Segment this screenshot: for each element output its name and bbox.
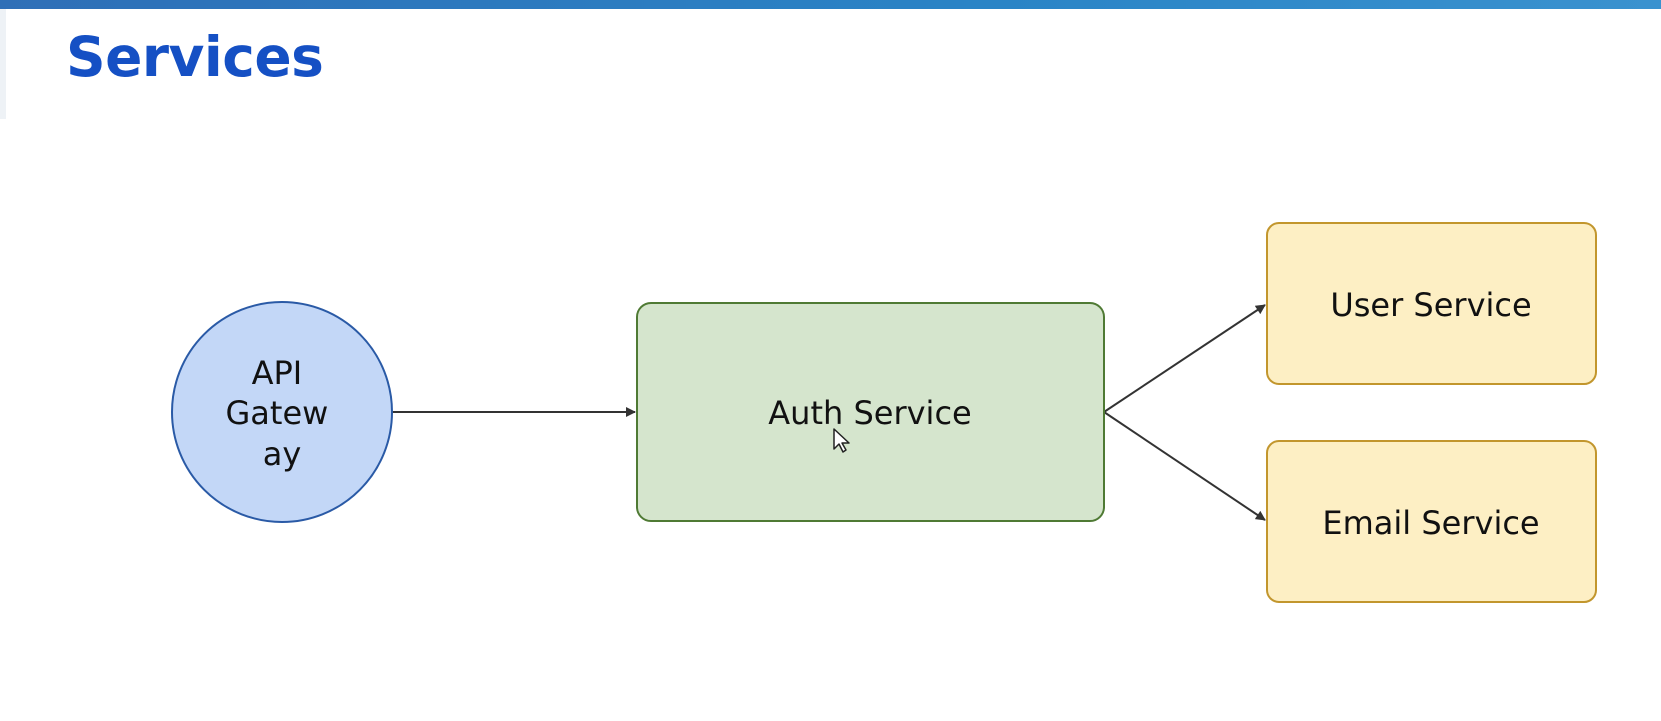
user-service-label: User Service xyxy=(1330,286,1531,324)
email-service-box xyxy=(1266,440,1597,603)
edge-auth-to-user[interactable] xyxy=(1103,304,1266,413)
email-service-label: Email Service xyxy=(1322,504,1539,542)
api-gateway-label-line-1: API xyxy=(252,354,303,392)
edges xyxy=(392,304,1266,521)
edge-auth-to-email[interactable] xyxy=(1103,411,1266,521)
node-api-gateway[interactable]: API Gatew ay xyxy=(171,301,393,523)
auth-service-label: Auth Service xyxy=(768,394,971,432)
mouse-cursor-icon xyxy=(833,428,850,453)
api-gateway-circle xyxy=(171,301,393,523)
node-auth-service[interactable]: Auth Service xyxy=(636,302,1105,522)
node-user-service[interactable]: User Service xyxy=(1266,222,1597,385)
left-edge-strip xyxy=(0,9,6,119)
top-accent-bar xyxy=(0,0,1661,9)
api-gateway-label: API Gatew ay xyxy=(226,354,339,473)
node-email-service[interactable]: Email Service xyxy=(1266,440,1597,603)
api-gateway-label-line-2: Gatew xyxy=(226,394,329,432)
user-service-box xyxy=(1266,222,1597,385)
slide-title: Services xyxy=(66,25,324,89)
api-gateway-label-line-3: ay xyxy=(263,435,302,473)
auth-service-box xyxy=(636,302,1105,522)
